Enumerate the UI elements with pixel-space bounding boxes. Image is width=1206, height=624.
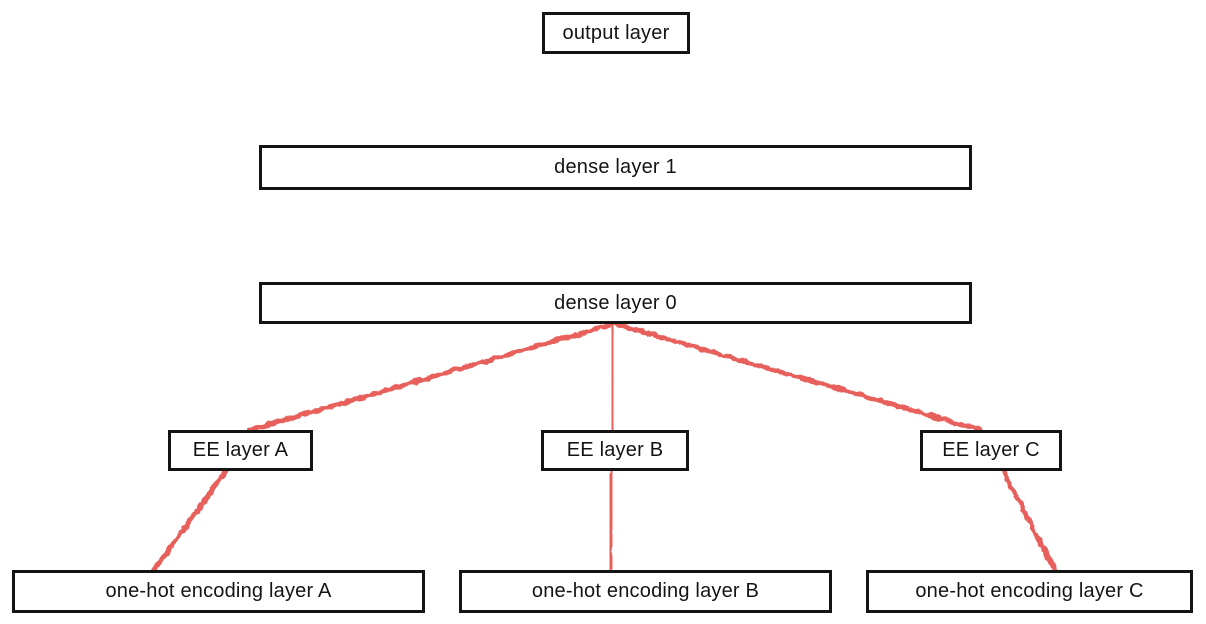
edge-eea-to-dense0 [247, 321, 616, 433]
edge-eeb-to-dense0 [609, 321, 616, 433]
node-output-layer: output layer [542, 12, 690, 54]
node-ee-layer-b: EE layer B [541, 430, 689, 471]
node-ee-layer-c: EE layer C [920, 430, 1062, 471]
node-dense-layer-1: dense layer 1 [259, 145, 972, 190]
node-one-hot-layer-b: one-hot encoding layer B [459, 570, 832, 613]
node-ee-layer-a: EE layer A [168, 430, 313, 471]
edge-group [151, 51, 1058, 573]
node-one-hot-layer-a: one-hot encoding layer A [12, 570, 425, 613]
node-one-hot-layer-c: one-hot encoding layer C [866, 570, 1193, 613]
edge-onehotb-to-eeb [607, 468, 615, 573]
edge-onehotc-to-eec [1000, 468, 1058, 573]
node-dense-layer-0: dense layer 0 [259, 282, 972, 324]
edge-eec-to-dense0 [613, 321, 983, 433]
edge-onehota-to-eea [151, 468, 229, 573]
